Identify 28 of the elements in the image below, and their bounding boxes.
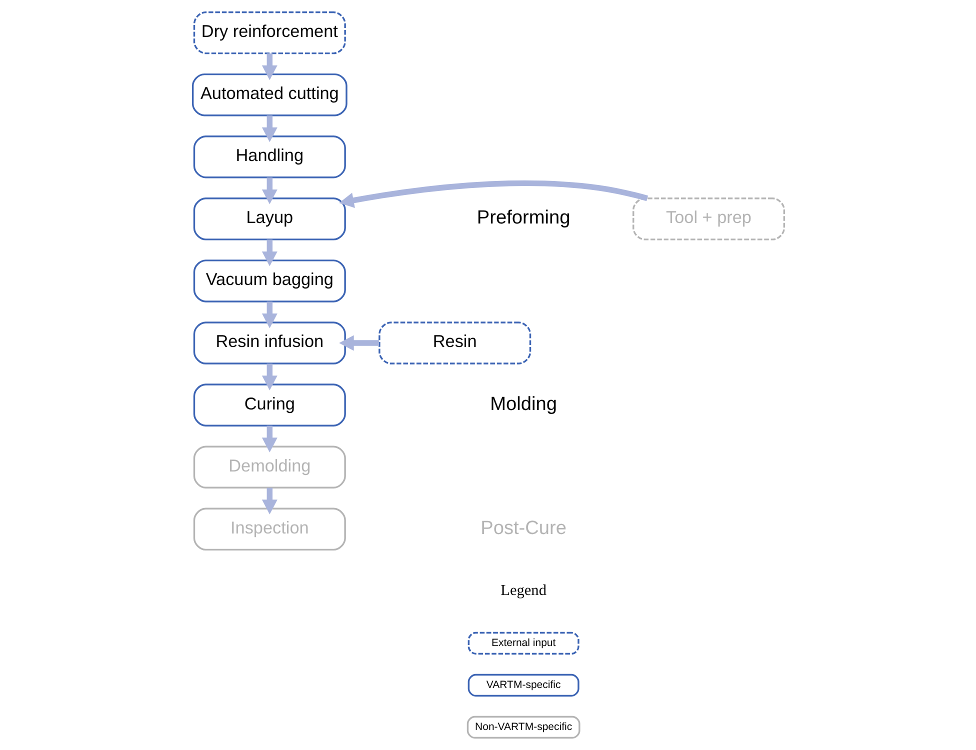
arrow — [261, 178, 277, 204]
arrow — [261, 364, 277, 390]
node-box: Tool + prep — [632, 198, 785, 240]
arrow — [261, 115, 277, 142]
legend-label: Non-VARTM-specific — [474, 720, 572, 733]
node-box: Automated cutting — [191, 73, 347, 116]
node-box: Dry reinforcement — [192, 11, 346, 54]
node-box: Vacuum bagging — [192, 260, 346, 302]
arrow — [261, 488, 277, 514]
label: Legend — [500, 582, 546, 599]
legend-label: VARTM-specific — [486, 678, 560, 691]
legend-label: External input — [490, 636, 556, 649]
node-box: Inspection — [192, 508, 346, 551]
label: Post-Cure — [480, 518, 566, 539]
arrow — [338, 180, 648, 208]
node-box: Curing — [192, 384, 346, 426]
arrow — [261, 302, 277, 328]
node-box: Resin infusion — [192, 322, 346, 364]
label: Molding — [490, 394, 556, 415]
node-box: Resin — [378, 322, 531, 364]
arrow — [261, 426, 277, 452]
node-box: Handling — [192, 136, 346, 178]
node-box: Layup — [192, 198, 346, 240]
node-box: Demolding — [192, 446, 346, 488]
label: Preforming — [476, 208, 570, 229]
arrow — [261, 53, 277, 80]
arrow — [338, 335, 379, 351]
arrow — [261, 240, 277, 266]
